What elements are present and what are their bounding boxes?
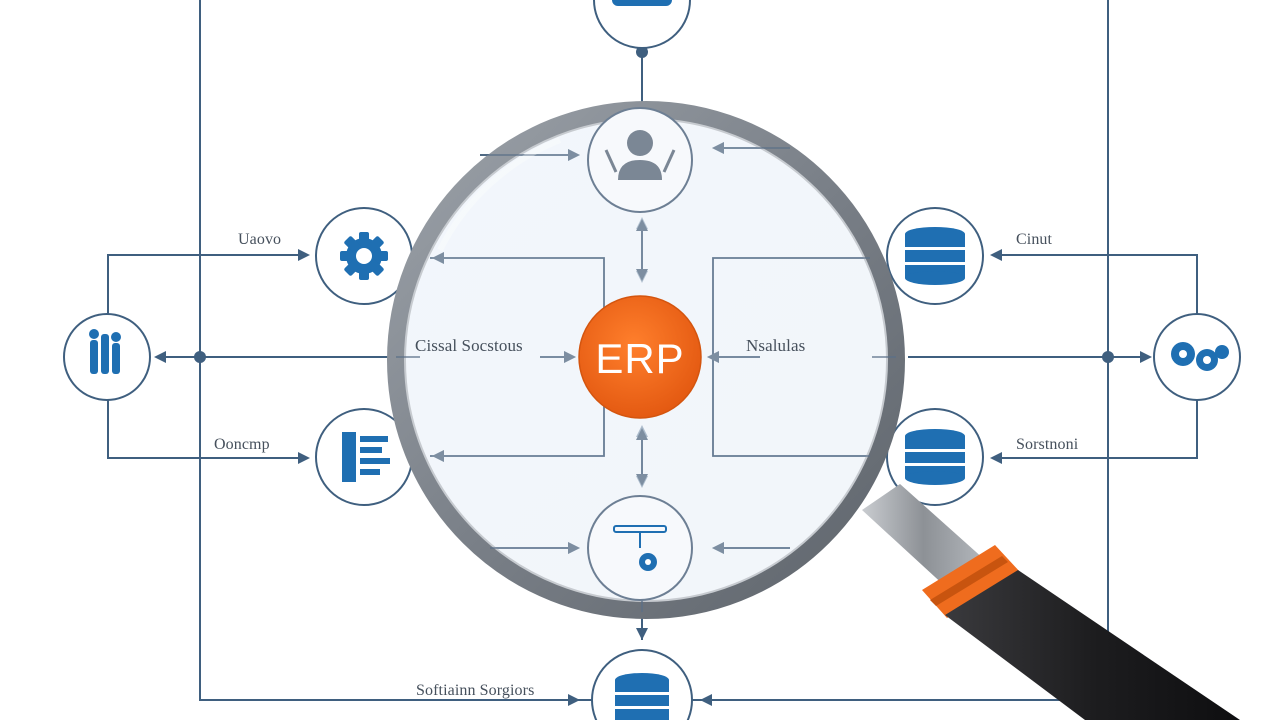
label-center-right: Nsalulas xyxy=(746,336,806,355)
node-inner-top xyxy=(587,107,693,213)
node-inner-bottom xyxy=(587,495,693,601)
node-far-right xyxy=(1153,313,1241,401)
label-bottom: Softiainn Sorgiors xyxy=(416,682,535,699)
node-top-right xyxy=(886,207,984,305)
list-icon xyxy=(342,432,390,482)
database-icon xyxy=(905,429,965,485)
label-top-right: Cinut xyxy=(1016,231,1053,248)
people-icon xyxy=(89,329,121,374)
label-mid-right: Sorstnoni xyxy=(1016,436,1079,453)
label-center-left: Cissal Socstous xyxy=(415,336,523,355)
lens-inner-arrowheads xyxy=(432,142,724,554)
lens-highlight xyxy=(437,137,562,252)
user-icon xyxy=(604,130,676,180)
outer-left-frame xyxy=(199,0,592,701)
node-top-center xyxy=(593,0,691,49)
erp-label: ERP xyxy=(595,335,685,382)
gears-icon xyxy=(1171,342,1229,371)
settings-icon xyxy=(613,525,667,571)
node-mid-right xyxy=(886,408,984,506)
magnifier-handle xyxy=(862,484,1240,720)
node-bottom xyxy=(591,649,693,720)
erp-core xyxy=(579,296,701,418)
database-icon xyxy=(612,0,672,6)
gear-icon xyxy=(340,232,388,280)
database-icon xyxy=(905,227,965,285)
label-mid-left: Ooncmp xyxy=(214,436,270,453)
label-top-left: Uaovo xyxy=(238,231,282,248)
node-top-left xyxy=(315,207,413,305)
node-far-left xyxy=(63,313,151,401)
database-icon xyxy=(615,673,669,720)
node-mid-left xyxy=(315,408,413,506)
